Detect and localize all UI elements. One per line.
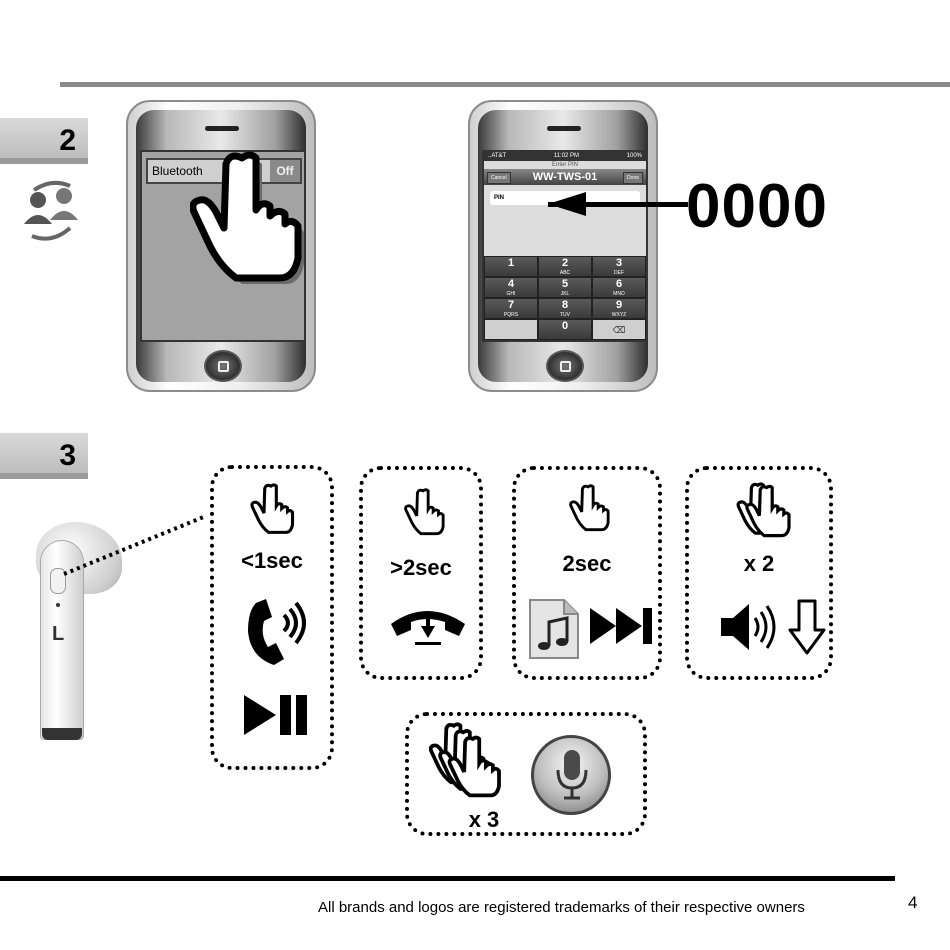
key-letters: GHI bbox=[485, 291, 537, 297]
play-pause-icon bbox=[242, 693, 310, 737]
phone-speaker bbox=[205, 126, 239, 131]
microphone-icon bbox=[554, 748, 590, 804]
double-tap-hand-icon bbox=[733, 482, 797, 538]
key-digit: 0 bbox=[539, 320, 591, 333]
phone-pin-entry: ..AT&T 11:02 PM 100% Enter PIN Cancel WW… bbox=[468, 100, 658, 392]
press-duration-label: >2sec bbox=[363, 556, 479, 580]
answer-call-icon bbox=[242, 595, 312, 669]
keypad-key[interactable]: 0 bbox=[538, 319, 592, 340]
key-digit: 1 bbox=[485, 257, 537, 270]
pin-navbar: Cancel WW-TWS-01 Done bbox=[484, 169, 646, 185]
top-divider bbox=[60, 82, 950, 87]
voice-assistant-button bbox=[531, 735, 611, 815]
enter-pin-title: Enter PIN bbox=[484, 161, 646, 169]
key-digit: 5 bbox=[539, 278, 591, 291]
key-letters: MNO bbox=[593, 291, 645, 297]
keypad-key[interactable]: 1 bbox=[484, 256, 538, 277]
pin-code: 0000 bbox=[686, 172, 828, 242]
press-count-label: x 2 bbox=[689, 552, 829, 576]
next-track-icon bbox=[588, 606, 654, 646]
pairing-users-icon bbox=[18, 178, 84, 244]
press-count-label: x 3 bbox=[449, 808, 519, 832]
earbud-side-label: L bbox=[52, 623, 64, 646]
phone-screen: ..AT&T 11:02 PM 100% Enter PIN Cancel WW… bbox=[482, 150, 648, 342]
key-letters: PQRS bbox=[485, 312, 537, 318]
key-letters: DEF bbox=[593, 270, 645, 276]
control-box-volume-down: x 2 bbox=[685, 466, 833, 680]
bottom-divider bbox=[0, 876, 895, 881]
home-button[interactable] bbox=[204, 350, 242, 382]
key-letters: ABC bbox=[539, 270, 591, 276]
battery-text: 100% bbox=[627, 152, 642, 161]
trademark-notice: All brands and logos are registered trad… bbox=[318, 899, 805, 916]
music-file-icon bbox=[528, 598, 580, 660]
key-digit: 8 bbox=[539, 299, 591, 312]
keypad-key[interactable] bbox=[484, 319, 538, 340]
step-2-tab: 2 bbox=[0, 118, 88, 164]
arrow-down-icon bbox=[787, 598, 827, 656]
page-number: 4 bbox=[908, 893, 917, 913]
phone-speaker bbox=[547, 126, 581, 131]
key-letters: WXYZ bbox=[593, 312, 645, 318]
key-digit: 7 bbox=[485, 299, 537, 312]
key-digit: 9 bbox=[593, 299, 645, 312]
carrier-text: ..AT&T bbox=[488, 152, 506, 161]
tap-hand-icon bbox=[401, 488, 451, 538]
key-digit: 6 bbox=[593, 278, 645, 291]
done-button[interactable]: Done bbox=[623, 172, 643, 184]
key-digit: 3 bbox=[593, 257, 645, 270]
earbud-tip bbox=[42, 728, 82, 740]
press-duration-label: <1sec bbox=[214, 549, 330, 573]
button-callout-line bbox=[60, 510, 210, 580]
home-button[interactable] bbox=[546, 350, 584, 382]
end-call-icon bbox=[387, 598, 469, 650]
key-letters: JKL bbox=[539, 291, 591, 297]
delete-key[interactable]: ⌫ bbox=[592, 319, 646, 340]
key-digit: 2 bbox=[539, 257, 591, 270]
step-3-tab: 3 bbox=[0, 433, 88, 479]
key-letters: TUV bbox=[539, 312, 591, 318]
device-name: WW-TWS-01 bbox=[533, 171, 598, 183]
control-box-short-press: <1sec bbox=[210, 465, 334, 770]
cancel-button[interactable]: Cancel bbox=[487, 172, 511, 184]
press-duration-label: 2sec bbox=[516, 552, 658, 576]
pin-arrow-head bbox=[548, 192, 586, 216]
status-bar: ..AT&T 11:02 PM 100% bbox=[484, 152, 646, 161]
status-time: 11:02 PM bbox=[554, 152, 579, 161]
control-box-next-track: 2sec bbox=[512, 466, 662, 680]
control-box-long-press: >2sec bbox=[359, 466, 483, 680]
tap-hand-icon bbox=[566, 484, 616, 534]
speaker-volume-icon bbox=[719, 598, 779, 656]
tap-hand-icon bbox=[190, 150, 310, 290]
triple-tap-hand-icon bbox=[429, 722, 505, 802]
earbud-led bbox=[56, 603, 60, 607]
tap-hand-icon bbox=[247, 483, 301, 537]
key-digit: 4 bbox=[485, 278, 537, 291]
